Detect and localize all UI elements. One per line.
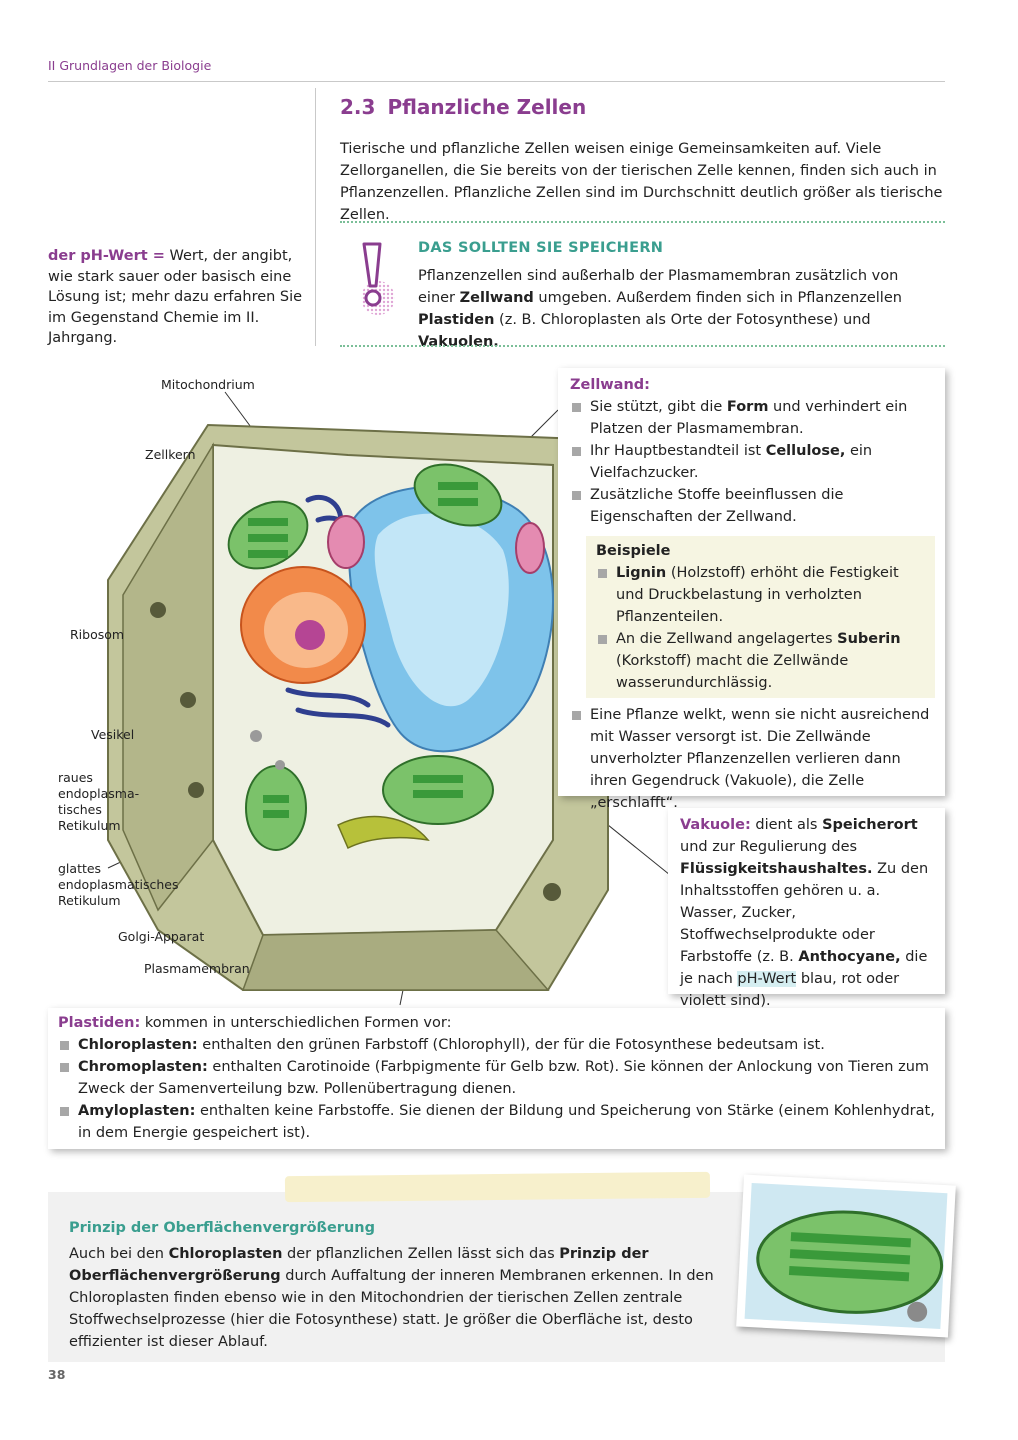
label-plasmamembran: Plasmamembran	[144, 961, 250, 976]
plant-cell-diagram: Mitochondrium Zellkern Ribosom Vesikel G…	[70, 377, 668, 1006]
plastiden-box: Plastiden: kommen in unterschiedlichen F…	[48, 1008, 945, 1149]
exclamation-icon	[361, 242, 395, 315]
list-item: Sie stützt, gibt die Form und verhindert…	[570, 396, 935, 440]
beispiele-box: Beispiele Lignin (Holzstoff) erhöht die …	[586, 536, 935, 698]
list-item: Ihr Hauptbestandteil ist Cellulose, ein …	[570, 440, 935, 484]
list-item: An die Zellwand angelagertes Suberin (Ko…	[596, 628, 927, 694]
chloroplast-photo	[736, 1174, 956, 1338]
list-item: Chromoplasten: enthalten Carotinoide (Fa…	[58, 1056, 938, 1100]
label-golgi-apparat: Golgi-Apparat	[118, 929, 204, 944]
vakuole-box: Vakuole: dient als Speicherort und zur R…	[668, 808, 945, 1009]
dotted-divider-top	[340, 221, 945, 223]
page-number: 38	[48, 1367, 66, 1382]
label-zellkern: Zellkern	[145, 447, 196, 462]
plastiden-intro: Plastiden: kommen in unterschiedlichen F…	[58, 1015, 452, 1031]
zellwand-title: Zellwand:	[570, 377, 650, 393]
label-raues-er: raues endoplasma-tisches Retikulum	[58, 770, 140, 833]
prinzip-text: Auch bei den Chloroplasten der pflanzlic…	[69, 1246, 714, 1350]
list-item: Amyloplasten: enthalten keine Farbstoffe…	[58, 1100, 938, 1144]
merksatz-text: Pflanzenzellen sind außerhalb der Plasma…	[418, 268, 902, 350]
label-vesikel: Vesikel	[91, 727, 134, 742]
column-divider	[315, 88, 316, 346]
definition-term: der pH-Wert =	[48, 248, 165, 264]
section-heading: 2.3 Pflanzliche Zellen	[340, 95, 586, 119]
intro-paragraph: Tierische und pflanzliche Zellen weisen …	[340, 141, 943, 223]
prinzip-title: Prinzip der Oberflächenvergrößerung	[69, 1220, 375, 1236]
beispiele-title: Beispiele	[596, 543, 671, 559]
chloroplast-image	[744, 1182, 948, 1330]
header-divider	[48, 81, 945, 82]
label-mitochondrium: Mitochondrium	[161, 377, 255, 392]
list-item: Chloroplasten: enthalten den grünen Farb…	[58, 1034, 938, 1056]
list-item: Zusätzliche Stoffe beeinflussen die Eige…	[570, 484, 935, 528]
vakuole-text: Vakuole: dient als Speicherort und zur R…	[680, 817, 929, 1009]
dotted-divider-bottom	[340, 345, 945, 347]
label-ribosom: Ribosom	[70, 627, 124, 642]
zellwand-box: Zellwand: Sie stützt, gibt die Form und …	[558, 368, 945, 811]
margin-definition: der pH-Wert = Wert, der angibt, wie star…	[48, 248, 303, 346]
running-head: II Grundlagen der Biologie	[48, 58, 212, 73]
label-glattes-er: glattes endoplasmatisches Retikulum	[58, 861, 179, 908]
merksatz-title: DAS SOLLTEN SIE SPEICHERN	[418, 240, 664, 256]
list-item: Lignin (Holzstoff) erhöht die Festigkeit…	[596, 562, 927, 628]
ph-wert-glossary-link: pH-Wert	[737, 971, 797, 987]
section-title: Pflanzliche Zellen	[387, 95, 587, 119]
section-number: 2.3	[340, 95, 376, 119]
list-item: Eine Pflanze welkt, wenn sie nicht ausre…	[570, 704, 935, 814]
highlight-stroke	[284, 1171, 711, 1203]
